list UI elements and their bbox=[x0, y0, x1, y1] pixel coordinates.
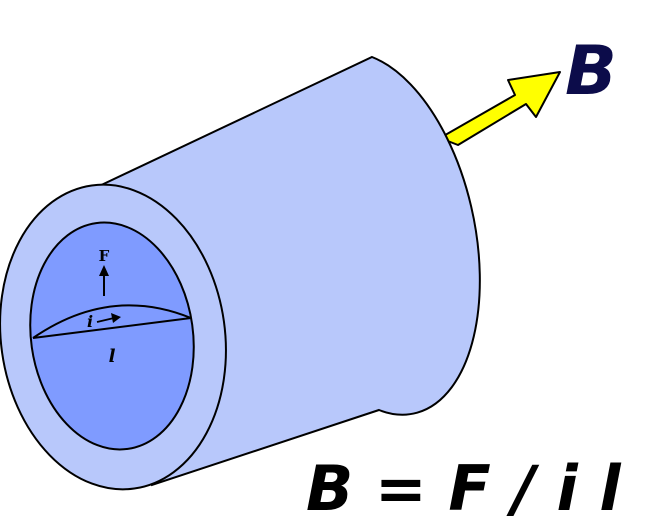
field-arrow bbox=[439, 71, 561, 146]
wire-length-line bbox=[32, 317, 192, 339]
cylinder-opening bbox=[29, 221, 195, 451]
current-arrow bbox=[96, 317, 115, 323]
length-label: l bbox=[109, 346, 116, 367]
field-label: B bbox=[565, 32, 617, 111]
current-label: i bbox=[87, 312, 93, 331]
wire-arc bbox=[32, 304, 192, 339]
force-arrow-head bbox=[99, 265, 109, 276]
current-arrow-head bbox=[111, 313, 121, 323]
force-label: F bbox=[99, 247, 110, 265]
equation: B = F / i l bbox=[306, 452, 621, 525]
